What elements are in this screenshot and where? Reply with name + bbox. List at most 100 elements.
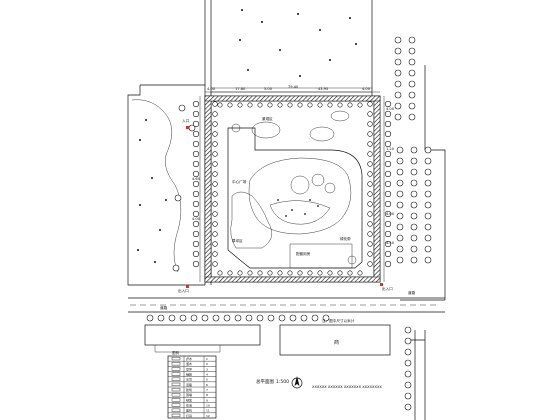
tree-symbol — [289, 314, 297, 322]
east-parcel — [400, 65, 446, 420]
dim-left-1: 4.60 — [192, 177, 201, 181]
tree-symbol — [192, 170, 200, 178]
tree-symbol — [192, 120, 200, 128]
tree-symbol — [157, 314, 165, 322]
entry-markers — [186, 126, 383, 288]
legend-row-name: 花池 — [186, 402, 192, 407]
label-top-area: 景观区 — [262, 116, 273, 121]
tree-symbol — [212, 101, 218, 107]
tree-symbol — [384, 140, 392, 148]
tree-symbol — [311, 314, 319, 322]
tree-symbol — [408, 47, 416, 55]
tree-symbol — [394, 36, 402, 44]
tree-symbol — [396, 256, 404, 264]
tree-symbol — [267, 270, 273, 276]
tree-symbol — [367, 241, 373, 247]
tree-symbol — [396, 234, 404, 242]
legend-row-name: 建筑 — [186, 387, 192, 392]
tree-symbol — [384, 110, 392, 118]
tree-symbol — [384, 150, 392, 158]
legend-row-qty: 2 — [206, 362, 208, 366]
tree-symbol — [384, 210, 392, 218]
tree-symbol — [212, 211, 218, 217]
tree-symbol — [394, 102, 402, 110]
tree-symbol — [384, 250, 392, 258]
west-lot — [127, 84, 205, 286]
dim-top-2: 17.80 — [235, 87, 246, 91]
label-south-bldg: 配套用房 — [296, 251, 311, 256]
tree-symbol — [384, 170, 392, 178]
tree-symbol — [367, 171, 373, 177]
tree-symbol — [410, 201, 418, 209]
legend-row-qty: 11 — [206, 409, 210, 413]
tree-symbol — [367, 221, 373, 227]
tree-symbol — [317, 102, 323, 108]
tree-symbol — [192, 200, 200, 208]
legend-row-name: 围墙 — [186, 392, 192, 397]
north-arrow-icon — [291, 376, 303, 389]
tree-symbol — [396, 146, 404, 154]
tree-symbol — [237, 102, 243, 108]
tree-symbol — [190, 314, 198, 322]
tree-symbol — [192, 110, 200, 118]
tree-symbol — [394, 58, 402, 66]
tree-symbol — [396, 201, 404, 209]
tree-symbol — [367, 111, 373, 117]
tree-symbol — [357, 102, 363, 108]
tree-symbol — [424, 146, 432, 154]
tree-symbol — [192, 160, 200, 168]
tree-symbol — [212, 201, 218, 207]
tree-symbol — [394, 47, 402, 55]
tree-symbol — [396, 190, 404, 198]
tree-symbol — [410, 223, 418, 231]
tree-symbol — [424, 223, 432, 231]
legend-swatch — [171, 403, 181, 407]
label-se-gate: 出入口 — [382, 286, 393, 291]
tree-symbol — [322, 314, 330, 322]
tree-symbol — [384, 240, 392, 248]
tree-symbol — [408, 80, 416, 88]
dim-right-3: 4.00 — [386, 212, 395, 216]
south-west-building — [144, 324, 261, 346]
tree-symbol — [384, 200, 392, 208]
legend-row-qty: 6 — [206, 383, 208, 387]
tree-symbol — [396, 245, 404, 253]
label-road-left: 道路 — [160, 305, 168, 310]
dim-right-1: 4.00 — [386, 107, 395, 111]
tree-symbol — [337, 270, 343, 276]
tree-symbol — [424, 212, 432, 220]
tree-symbol — [404, 348, 412, 356]
tree-symbol — [192, 220, 200, 228]
tree-symbol — [172, 264, 180, 272]
legend-swatch — [171, 393, 181, 397]
label-road-right: 道路 — [408, 290, 416, 295]
tree-symbol — [357, 270, 363, 276]
legend-row-name: 绿篱 — [186, 397, 192, 402]
tree-symbol — [212, 151, 218, 157]
legend-row-name: 座椅 — [186, 408, 192, 413]
legend-swatch — [171, 372, 181, 376]
dim-top-4: 79.40 — [288, 85, 299, 89]
landscape-layout — [227, 110, 363, 269]
tree-symbol — [212, 251, 218, 257]
tree-symbol — [394, 91, 402, 99]
tree-symbol — [384, 260, 392, 268]
tree-symbol — [192, 100, 200, 108]
tree-symbol — [408, 102, 416, 110]
tree-symbol — [237, 270, 243, 276]
tree-symbol — [347, 102, 353, 108]
label-south-note: 注：图中尺寸以米计 — [322, 318, 355, 323]
dim-top-1: 4.00 — [207, 87, 216, 91]
tree-symbol — [247, 270, 253, 276]
dim-right-2: 1.20 — [386, 147, 395, 151]
tree-symbol — [307, 270, 313, 276]
tree-symbol — [384, 220, 392, 228]
tree-symbol — [404, 337, 412, 345]
tree-symbol — [217, 270, 223, 276]
south-area — [128, 297, 445, 356]
tree-symbol — [410, 190, 418, 198]
tree-symbol — [410, 168, 418, 176]
tree-symbol — [408, 69, 416, 77]
building-label: 商 — [334, 339, 339, 346]
tree-symbol — [408, 91, 416, 99]
